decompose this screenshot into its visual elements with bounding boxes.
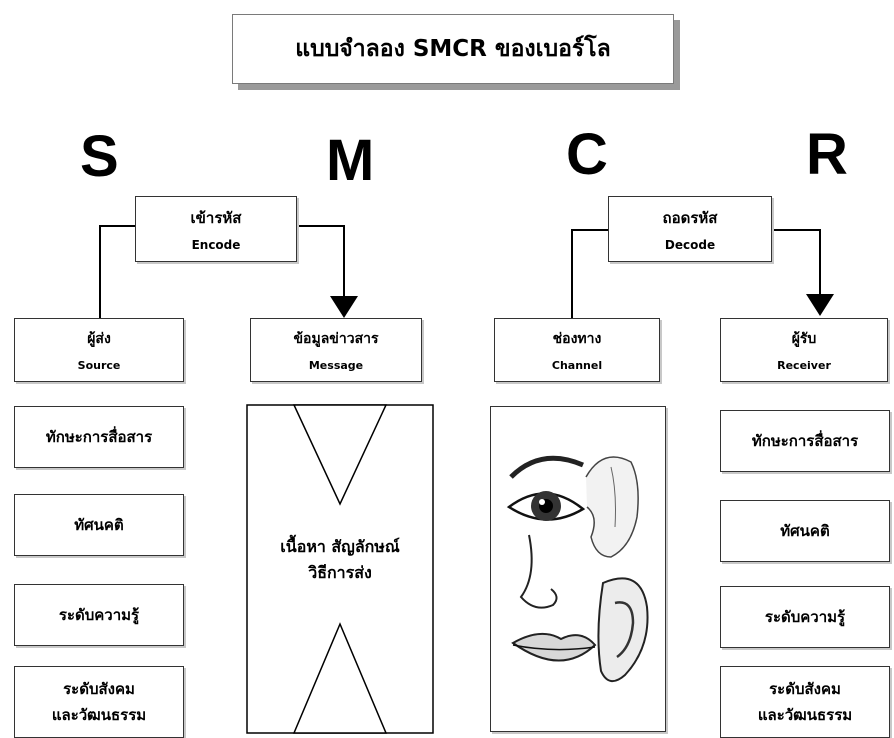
receiver-attr-box: ทัศนคติ xyxy=(720,500,890,562)
source-thai-label: ผู้ส่ง xyxy=(87,331,111,347)
message-m-panel: เนื้อหา สัญลักษณ์ วิธีการส่ง xyxy=(246,404,434,734)
channel-english-label: Channel xyxy=(551,359,603,372)
ear-icon xyxy=(597,577,649,682)
receiver-attr-label: ระดับสังคม และวัฒนธรรม xyxy=(757,680,853,724)
channel-image-panel xyxy=(490,406,666,732)
receiver-english-label: Receiver xyxy=(777,359,831,372)
source-attr-box: ทัศนคติ xyxy=(14,494,184,556)
decode-thai-label: ถอดรหัส xyxy=(662,209,718,227)
message-box: ข้อมูลข่าวสาร Message xyxy=(250,318,422,382)
receiver-attr-box: ระดับสังคม และวัฒนธรรม xyxy=(720,666,890,738)
encode-english-label: Encode xyxy=(191,238,241,252)
channel-thai-label: ช่องทาง xyxy=(552,331,602,347)
letter-r: R xyxy=(806,122,848,187)
encode-thai-label: เข้ารหัส xyxy=(190,209,242,227)
source-attr-label: ระดับความรู้ xyxy=(58,606,140,624)
encode-arrow-head xyxy=(330,296,358,318)
encode-to-message-line xyxy=(297,225,345,300)
diagram-title: แบบจำลอง SMCR ของเบอร์โล xyxy=(232,14,674,84)
receiver-thai-label: ผู้รับ xyxy=(791,331,817,347)
face-senses-illustration xyxy=(506,455,649,682)
message-thai-label: ข้อมูลข่าวสาร xyxy=(293,331,379,347)
receiver-attr-box: ระดับความรู้ xyxy=(720,586,890,648)
encode-to-source-line xyxy=(99,225,135,318)
receiver-attr-label: ทักษะการสื่อสาร xyxy=(751,432,859,450)
source-attr-box: ระดับความรู้ xyxy=(14,584,184,646)
source-attr-box: ทักษะการสื่อสาร xyxy=(14,406,184,468)
nose-icon xyxy=(519,534,558,609)
receiver-attr-label: ทัศนคติ xyxy=(780,522,830,540)
letter-s: S xyxy=(80,124,119,189)
source-box: ผู้ส่ง Source xyxy=(14,318,184,382)
source-english-label: Source xyxy=(77,359,121,372)
decode-box: ถอดรหัส Decode xyxy=(608,196,772,262)
source-attr-box: ระดับสังคม และวัฒนธรรม xyxy=(14,666,184,738)
source-attr-label: ระดับสังคม และวัฒนธรรม xyxy=(51,680,147,724)
channel-box: ช่องทาง Channel xyxy=(494,318,660,382)
decode-arrow-head xyxy=(806,294,834,316)
receiver-attr-label: ระดับความรู้ xyxy=(764,608,846,626)
message-content-line2: วิธีการส่ง xyxy=(308,563,372,582)
receiver-box: ผู้รับ Receiver xyxy=(720,318,888,382)
message-m-shape xyxy=(246,404,434,734)
source-attr-label: ทัศนคติ xyxy=(74,516,124,534)
message-content-line1: เนื้อหา สัญลักษณ์ xyxy=(280,537,400,556)
decode-to-channel-line xyxy=(571,229,608,318)
message-english-label: Message xyxy=(308,359,364,372)
hand-icon xyxy=(585,456,639,558)
letter-c: C xyxy=(566,122,608,187)
receiver-attr-box: ทักษะการสื่อสาร xyxy=(720,410,890,472)
decode-english-label: Decode xyxy=(664,238,716,252)
source-attr-label: ทักษะการสื่อสาร xyxy=(45,428,153,446)
decode-to-receiver-line xyxy=(772,229,821,298)
lips-icon xyxy=(511,632,597,662)
encode-box: เข้ารหัส Encode xyxy=(135,196,297,262)
letter-m: M xyxy=(326,128,375,193)
